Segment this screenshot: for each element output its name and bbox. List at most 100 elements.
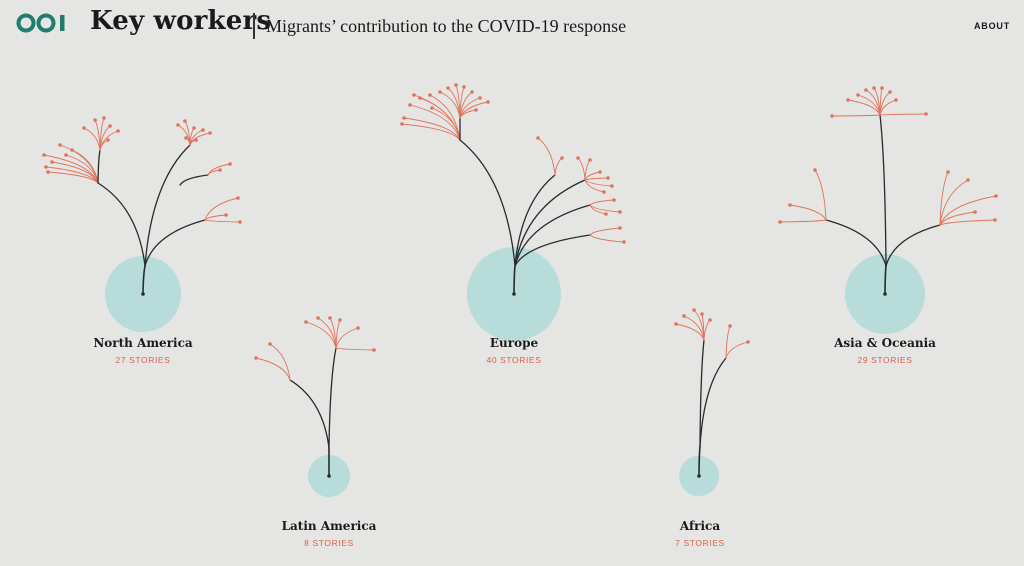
story-dot — [618, 210, 622, 214]
twig — [939, 171, 949, 226]
story-dot — [598, 170, 602, 174]
tree-branch — [879, 114, 887, 267]
twig — [589, 227, 621, 236]
story-dot — [412, 93, 416, 97]
header: Key workers Migrants’ contribution to th… — [0, 0, 1024, 50]
story-dot — [604, 212, 608, 216]
story-dot — [236, 196, 240, 200]
region-latin-america[interactable]: Latin America 8 STORIES — [239, 519, 419, 548]
tree-branch — [97, 182, 146, 267]
tree-branch — [699, 339, 705, 447]
story-dot — [184, 136, 188, 140]
tree-trunk — [698, 445, 701, 477]
story-dot — [402, 116, 406, 120]
twig — [939, 195, 997, 226]
story-dot — [966, 178, 970, 182]
twig — [269, 343, 291, 381]
story-dot — [268, 342, 272, 346]
twig — [59, 144, 99, 184]
twig — [335, 347, 375, 351]
story-dot — [50, 160, 54, 164]
odi-logo-icon[interactable] — [16, 12, 70, 34]
story-dot — [438, 90, 442, 94]
tree-trunk — [513, 265, 516, 295]
twig — [65, 154, 99, 184]
twig — [335, 319, 341, 349]
story-dot — [894, 98, 898, 102]
region-africa[interactable]: Africa 7 STORIES — [610, 519, 790, 548]
story-dot — [682, 314, 686, 318]
region-asia-oceania[interactable]: Asia & Oceania 29 STORIES — [795, 336, 975, 365]
story-dot — [328, 316, 332, 320]
about-link[interactable]: ABOUT — [974, 21, 1010, 31]
tree-branch — [328, 347, 337, 449]
twig — [939, 179, 969, 226]
story-dot — [42, 153, 46, 157]
region-story-count: 27 STORIES — [115, 355, 171, 365]
tree-branch — [514, 174, 556, 267]
site-subtitle: Migrants’ contribution to the COVID-19 r… — [266, 16, 627, 36]
tree-root-dot — [141, 292, 145, 296]
twig — [589, 204, 607, 215]
tree-branch — [514, 179, 586, 267]
twig — [779, 219, 827, 223]
story-dot — [372, 348, 376, 352]
twig — [204, 214, 227, 221]
story-dot — [880, 86, 884, 90]
story-dot — [728, 324, 732, 328]
twig — [847, 99, 881, 116]
story-dot — [428, 93, 432, 97]
tree-branch — [144, 219, 206, 267]
twig — [584, 179, 613, 187]
region-north-america[interactable]: North America 27 STORIES — [53, 336, 233, 365]
tree-branch — [97, 149, 101, 184]
story-dot — [102, 116, 106, 120]
story-dot — [304, 320, 308, 324]
tree-trunk — [142, 265, 146, 295]
site-title: Key workers — [90, 6, 272, 36]
title-divider — [253, 13, 255, 39]
region-name: Asia & Oceania — [834, 336, 936, 350]
twig — [857, 94, 881, 116]
story-dot — [576, 156, 580, 160]
twig — [584, 179, 605, 193]
story-dot — [778, 220, 782, 224]
tree-branch — [459, 139, 516, 267]
story-dot — [994, 194, 998, 198]
story-dot — [470, 90, 474, 94]
tree-branch — [825, 219, 887, 267]
story-dot — [238, 220, 242, 224]
twig — [939, 211, 976, 226]
story-dot — [478, 96, 482, 100]
twig — [401, 123, 461, 141]
story-dot — [708, 318, 712, 322]
story-dot — [183, 119, 187, 123]
story-dot — [622, 240, 626, 244]
tree-branch — [885, 224, 941, 267]
story-dot — [218, 168, 222, 172]
story-dot — [856, 93, 860, 97]
story-dot — [788, 203, 792, 207]
twig — [789, 204, 827, 221]
tree-branch — [144, 144, 191, 267]
twig — [431, 107, 461, 141]
twig — [429, 94, 461, 141]
story-dot — [888, 90, 892, 94]
tree-root-dot — [883, 292, 887, 296]
story-dot — [872, 86, 876, 90]
twig — [831, 114, 881, 117]
region-story-count: 29 STORIES — [857, 355, 913, 365]
twig — [584, 177, 609, 181]
tree-root-dot — [697, 474, 701, 478]
region-story-count: 7 STORIES — [675, 538, 725, 548]
twig — [47, 171, 99, 184]
story-dot — [474, 108, 478, 112]
region-name: North America — [93, 336, 193, 350]
twig — [879, 99, 897, 116]
twig — [403, 117, 461, 141]
story-dot — [746, 340, 750, 344]
tree-branch — [179, 174, 209, 186]
story-dot — [612, 198, 616, 202]
region-europe[interactable]: Europe 40 STORIES — [424, 336, 604, 365]
